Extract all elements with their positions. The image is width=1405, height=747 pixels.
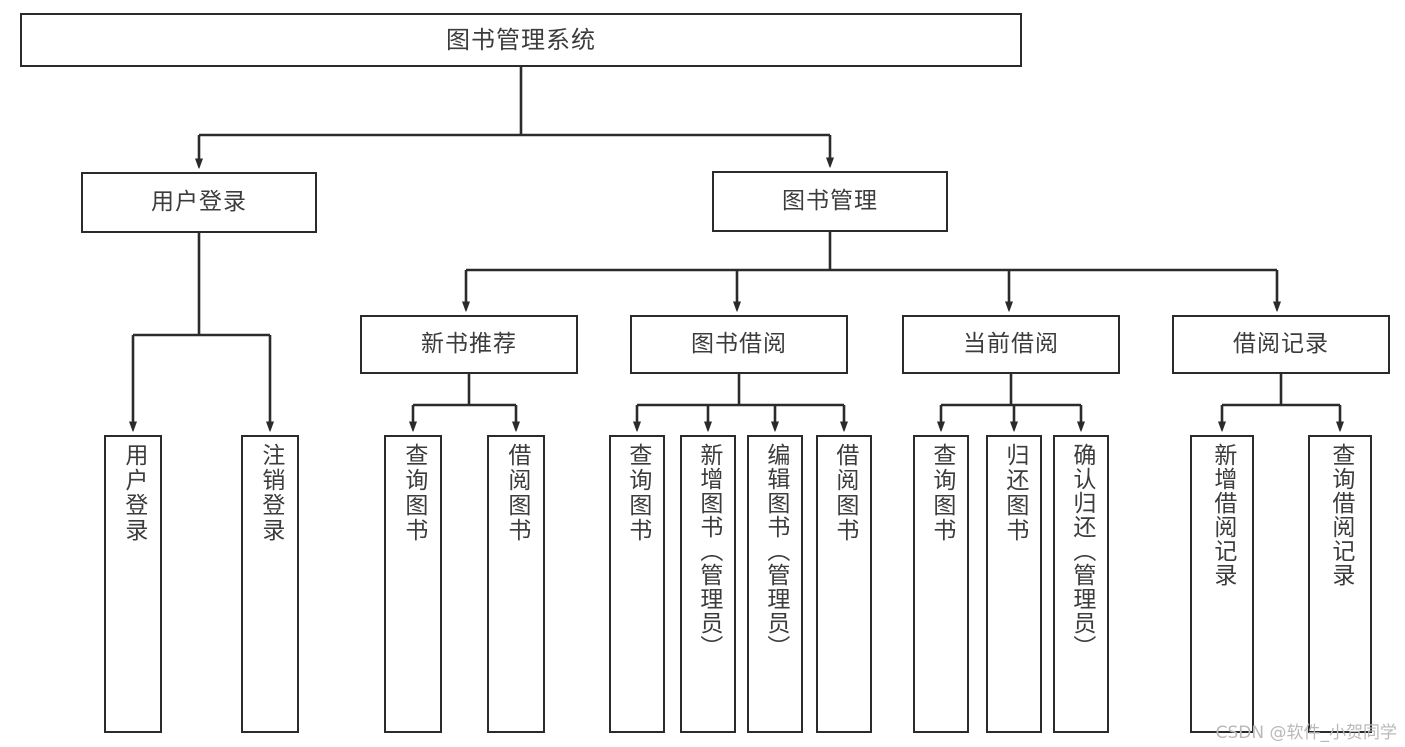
node-borrow-records[interactable]: 借阅记录	[1172, 315, 1390, 374]
node-leaf-query-borrow-record-label: 查询借阅记录	[1327, 443, 1354, 587]
node-new-book-recommend-label: 新书推荐	[421, 331, 517, 357]
node-leaf-query-book-recommend-label: 查询图书	[400, 443, 427, 543]
node-leaf-borrow-book-recommend-label: 借阅图书	[503, 443, 530, 543]
node-user-login[interactable]: 用户登录	[81, 172, 317, 233]
node-new-book-recommend[interactable]: 新书推荐	[360, 315, 578, 374]
node-leaf-query-book-current-label: 查询图书	[928, 443, 955, 543]
node-leaf-add-borrow-record[interactable]: 新增借阅记录	[1190, 435, 1254, 733]
node-leaf-logout[interactable]: 注销登录	[241, 435, 299, 733]
node-leaf-borrow-book-recommend[interactable]: 借阅图书	[487, 435, 545, 733]
node-book-management[interactable]: 图书管理	[712, 171, 948, 232]
node-book-management-label: 图书管理	[782, 188, 878, 214]
node-leaf-edit-book-admin[interactable]: 编辑图书（管理员）	[747, 435, 803, 733]
node-leaf-edit-book-admin-label: 编辑图书（管理员）	[762, 443, 789, 659]
node-user-login-label: 用户登录	[151, 189, 247, 215]
node-leaf-query-book-current[interactable]: 查询图书	[913, 435, 969, 733]
watermark-text: CSDN @软件_小贺同学	[1215, 723, 1397, 743]
node-leaf-add-borrow-record-label: 新增借阅记录	[1209, 443, 1236, 587]
node-book-borrow-label: 图书借阅	[691, 331, 787, 357]
node-borrow-records-label: 借阅记录	[1233, 331, 1329, 357]
node-current-borrow[interactable]: 当前借阅	[902, 315, 1120, 374]
node-current-borrow-label: 当前借阅	[963, 331, 1059, 357]
node-leaf-query-book-recommend[interactable]: 查询图书	[384, 435, 442, 733]
node-leaf-confirm-return-admin[interactable]: 确认归还（管理员）	[1053, 435, 1109, 733]
node-root-system-label: 图书管理系统	[446, 26, 596, 54]
node-leaf-borrow-book[interactable]: 借阅图书	[816, 435, 872, 733]
node-leaf-return-book-label: 归还图书	[1001, 443, 1028, 543]
node-leaf-query-book-borrow-label: 查询图书	[624, 443, 651, 543]
node-leaf-return-book[interactable]: 归还图书	[986, 435, 1042, 733]
node-leaf-query-book-borrow[interactable]: 查询图书	[609, 435, 665, 733]
node-leaf-add-book-admin-label: 新增图书（管理员）	[695, 443, 722, 659]
node-book-borrow[interactable]: 图书借阅	[630, 315, 848, 374]
node-leaf-logout-label: 注销登录	[257, 443, 284, 543]
node-leaf-borrow-book-label: 借阅图书	[831, 443, 858, 543]
node-root-system[interactable]: 图书管理系统	[20, 13, 1022, 67]
node-leaf-user-login[interactable]: 用户登录	[104, 435, 162, 733]
node-leaf-query-borrow-record[interactable]: 查询借阅记录	[1308, 435, 1372, 733]
node-leaf-confirm-return-admin-label: 确认归还（管理员）	[1068, 443, 1095, 659]
node-leaf-user-login-label: 用户登录	[120, 443, 147, 543]
node-leaf-add-book-admin[interactable]: 新增图书（管理员）	[680, 435, 736, 733]
